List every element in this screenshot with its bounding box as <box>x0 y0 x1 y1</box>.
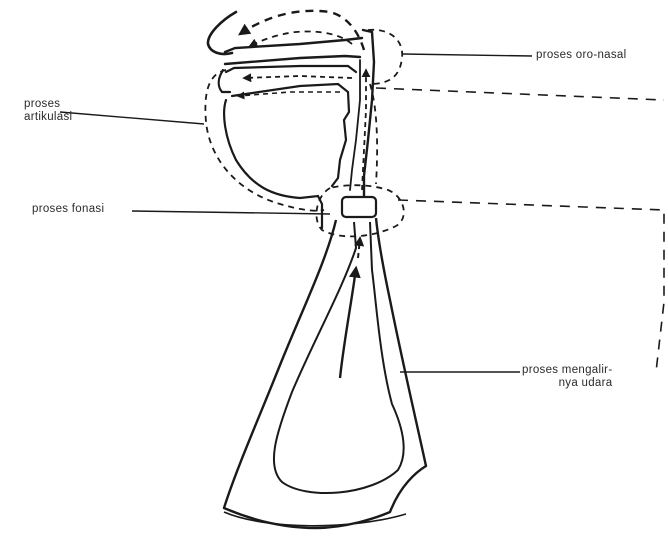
artikulasi-region-outline <box>205 70 377 211</box>
nasal-cavity-roof <box>225 38 362 52</box>
larynx <box>342 197 376 217</box>
jaw-outline <box>224 100 322 228</box>
pharynx-inner-wall <box>350 60 360 190</box>
oral-cavity-upper <box>226 66 356 72</box>
torso-outline <box>224 218 426 528</box>
label-oro-nasal: proses oro-nasal <box>536 49 626 62</box>
lung-outline <box>274 222 404 493</box>
label-artikulasi-line1: proses <box>24 98 72 111</box>
label-fonasi: proses fonasi <box>32 203 104 216</box>
airflow-trachea-dashes <box>358 238 360 258</box>
lips-outline <box>219 70 230 92</box>
pharynx-back-wall <box>363 30 374 196</box>
label-artikulasi: proses artikulasi <box>24 98 72 124</box>
tongue-outline <box>232 84 349 186</box>
label-mengalir-line2: nya udara <box>522 377 612 390</box>
dashed-guide-upper <box>376 88 664 100</box>
nasal-cavity-floor <box>225 56 360 64</box>
label-artikulasi-line2: artikulasi <box>24 111 72 124</box>
leader-artikulasi <box>60 112 204 124</box>
dashed-guide-lower <box>398 200 664 372</box>
label-mengalir-line1: proses mengalir- <box>522 364 612 377</box>
label-mengalir: proses mengalir- nya udara <box>522 364 612 390</box>
leader-oro-nasal <box>403 54 532 56</box>
nose-outline <box>208 12 236 54</box>
leader-fonasi <box>132 211 330 214</box>
airflow-oral <box>244 76 352 78</box>
